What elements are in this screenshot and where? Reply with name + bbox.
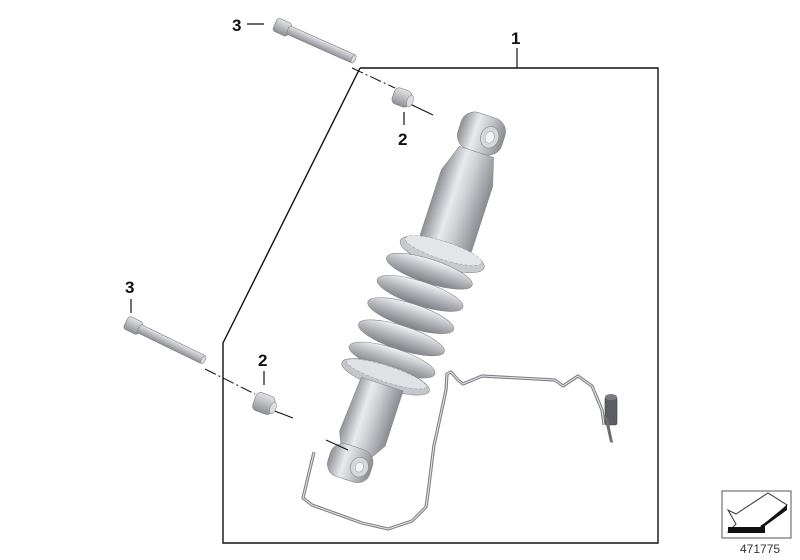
lower-bolt[interactable] — [123, 316, 208, 367]
callout-3-lower[interactable]: 3 — [125, 278, 134, 313]
callout-2-lower[interactable]: 2 — [258, 351, 267, 385]
diagram-number: 471775 — [740, 542, 780, 556]
upper-spacer[interactable] — [390, 86, 414, 108]
callout-3-upper[interactable]: 3 — [232, 16, 264, 35]
callout-3-lower-label: 3 — [125, 278, 134, 297]
callout-1[interactable]: 1 — [511, 29, 520, 68]
lower-spacer[interactable] — [251, 391, 278, 416]
callout-1-label: 1 — [511, 29, 520, 48]
sensor-connector — [604, 394, 618, 443]
shock-absorber[interactable] — [308, 96, 529, 500]
callout-2-upper-label: 2 — [398, 130, 407, 149]
callout-3-upper-label: 3 — [232, 16, 241, 35]
callout-2-lower-label: 2 — [258, 351, 267, 370]
arrow-down-left-icon[interactable] — [721, 490, 792, 539]
sensor-cable[interactable] — [301, 370, 618, 531]
assembly-frame — [222, 67, 659, 544]
callout-2-upper[interactable]: 2 — [398, 112, 407, 149]
spring-coils — [348, 252, 473, 379]
upper-bolt[interactable] — [272, 18, 358, 67]
